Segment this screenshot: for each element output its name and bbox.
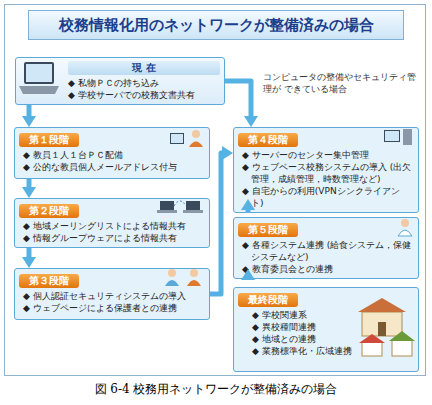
flow-arrow — [27, 248, 32, 259]
bullet-item: ◆ ウェブベース校務システムの導入 (出欠管理，成績管理，時数管理など) — [242, 161, 412, 185]
stage-box: 第３段階 ◆ 個人認証セキュリティシステムの導入◆ ウェブページによる保護者との連… — [14, 268, 210, 320]
current-box: 現 在 ◆ 私物ＰＣの持ち込み◆ 学校サーバでの校務文書共有 — [15, 57, 225, 105]
flow-arrow — [225, 81, 251, 118]
bullet-item: ◆ 教員１人１台ＰＣ配備 — [23, 149, 203, 161]
bullet-item: ◆ 自宅からの利用(VPNシンクライアント) — [242, 185, 412, 209]
bullet-item: ◆ 私物ＰＣの持ち込み — [68, 77, 220, 89]
bullet-item: ◆ 学校関連系 — [252, 309, 412, 321]
stage-box: 第５段階 ◆ 各種システム連携 (給食システム，保健システムなど)◆ 教育委員会と… — [233, 217, 419, 279]
laptop-illustration — [19, 62, 59, 94]
bullet-item: ◆ 異校種間連携 — [252, 321, 412, 333]
bullet-item: ◆ 地域との連携 — [252, 333, 412, 345]
bullet-item: ◆ ウェブページによる保護者との連携 — [23, 302, 203, 314]
server-illustration — [384, 129, 412, 145]
flow-arrow — [210, 153, 224, 294]
stage-heading: 最終段階 — [238, 293, 298, 307]
title-banner: 校務情報化用のネットワークが整備済みの場合 — [28, 10, 404, 40]
stage-box: 第２段階 ◆ 地域メーリングリストによる情報共有◆ 情報グループウェアによる情報共… — [14, 198, 210, 248]
flow-arrow — [246, 208, 251, 213]
stage-heading: 第３段階 — [19, 274, 79, 288]
figure-caption: 図 6-4 校務用ネットワークが整備済みの場合 — [0, 381, 432, 397]
stage-heading: 第５段階 — [238, 223, 298, 237]
edge-label: コンピュータの整備やセキュリティ管理が できている場合 — [263, 71, 423, 95]
laptop-illustration — [157, 201, 203, 213]
bullet-item: ◆ 地域メーリングリストによる情報共有 — [23, 220, 203, 232]
bullet-item: ◆ 情報グループウェアによる情報共有 — [23, 232, 203, 244]
bullet-item: ◆ 公的な教員個人メールアドレス付与 — [23, 161, 203, 173]
building-illustration — [358, 298, 415, 356]
bullet-item: ◆ サーバーのセンター集中管理 — [242, 149, 412, 161]
stage-box: 第４段階 ◆ サーバーのセンター集中管理◆ ウェブベース校務システムの導入 (出欠… — [233, 127, 419, 213]
stage-heading: 第１段階 — [19, 133, 79, 147]
bullet-item: ◆ 業務標準化・広域連携 — [252, 345, 412, 357]
bullet-item: ◆ 教育委員会との連携 — [242, 263, 412, 275]
people-illustration — [165, 269, 201, 286]
bullet-item: ◆ 各種システム連携 (給食システム，保健システムなど) — [242, 239, 412, 263]
stage-box: 最終段階 ◆ 学校関連系◆ 異校種間連携◆ 地域との連携◆ 業務標準化・広域連携 — [233, 287, 419, 372]
bullet-item: ◆ 学校サーバでの校務文書共有 — [68, 89, 220, 101]
flow-arrow — [27, 179, 32, 189]
flow-arrow — [27, 105, 32, 118]
person-illustration — [170, 130, 203, 147]
stage-heading: 第２段階 — [19, 204, 79, 218]
stage-heading: 第４段階 — [238, 133, 298, 147]
person-illustration — [398, 219, 412, 236]
flow-arrow — [246, 278, 251, 279]
bullet-item: ◆ 個人認証セキュリティシステムの導入 — [23, 290, 203, 302]
stage-box: 第１段階 ◆ 教員１人１台ＰＣ配備◆ 公的な教員個人メールアドレス付与 — [14, 127, 210, 179]
box-heading: 現 在 — [68, 61, 220, 75]
